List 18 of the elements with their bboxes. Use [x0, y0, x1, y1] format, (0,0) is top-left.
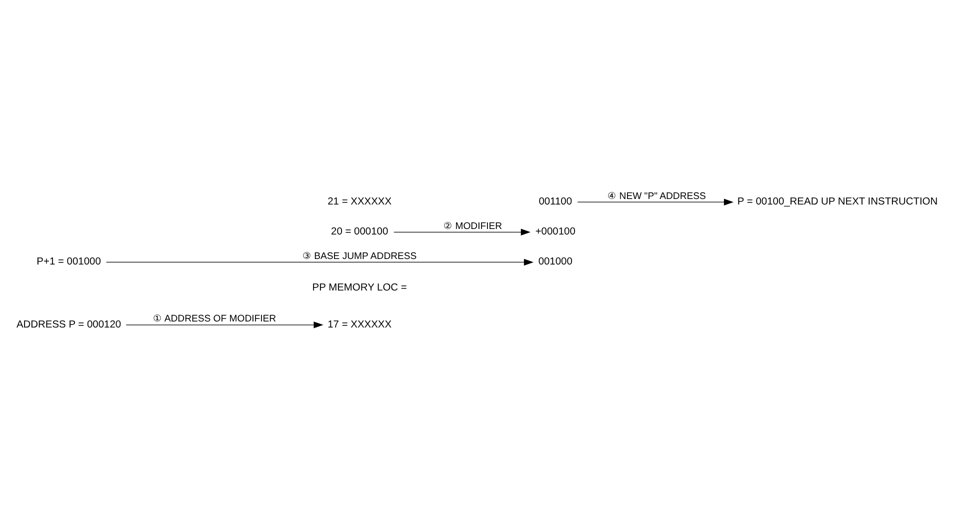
edge-label: ② MODIFIER	[444, 220, 502, 232]
node-text: 001000	[538, 256, 572, 268]
label: PP MEMORY LOC =	[312, 282, 407, 294]
arrow	[394, 228, 530, 236]
node-text: 17 = XXXXXX	[328, 319, 392, 330]
node-text: 20 = 000100	[331, 226, 388, 238]
edge-label: ④ NEW "P" ADDRESS	[608, 190, 706, 202]
node-text: P+1 = 001000	[36, 256, 101, 268]
arrow	[126, 322, 324, 328]
edge-label: ③ BASE JUMP ADDRESS	[302, 251, 417, 262]
node-text: 001100	[538, 196, 572, 208]
edge-label: ① ADDRESS OF MODIFIER	[153, 314, 276, 325]
node-text: 21 = XXXXXX	[328, 196, 392, 208]
arrow	[577, 198, 734, 206]
node-text: +000100	[535, 226, 576, 238]
node-text: ADDRESS P = 000120	[16, 319, 122, 330]
arrow	[106, 258, 534, 266]
node-text: P = 00100_READ UP NEXT INSTRUCTION	[737, 196, 938, 208]
